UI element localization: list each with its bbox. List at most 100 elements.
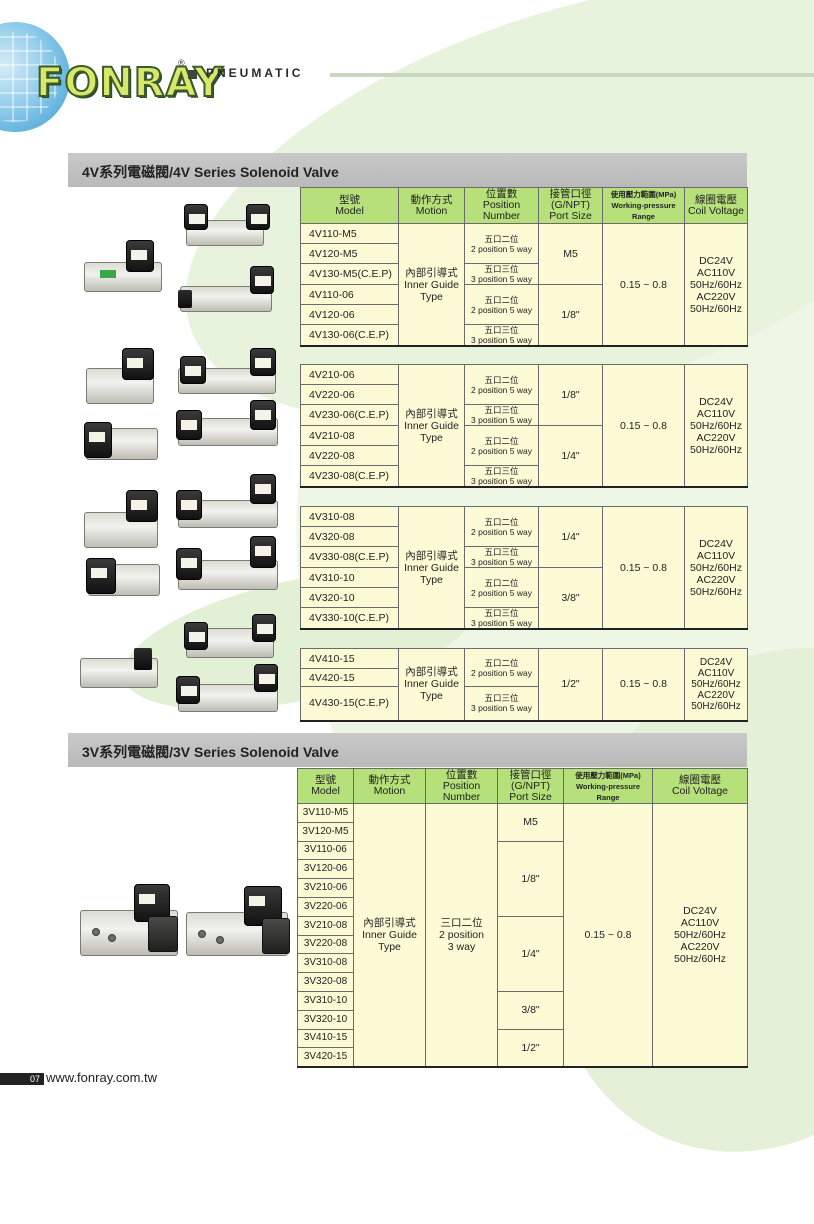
valve-base-image — [262, 918, 290, 954]
pressure-cell: 0.15 ~ 0.8 — [563, 802, 653, 1068]
website-link[interactable]: www.fonray.com.tw — [46, 1070, 158, 1085]
air-port-icon — [216, 936, 224, 944]
model-cell: 4V430-15(C.E.P) — [300, 686, 399, 721]
solenoid-coil-icon — [126, 490, 158, 522]
solenoid-coil-icon — [180, 356, 206, 384]
solenoid-coil-icon — [250, 474, 276, 504]
registered-mark: ® — [178, 58, 185, 68]
solenoid-coil-icon — [122, 348, 154, 380]
port-cell: 1/2" — [538, 648, 603, 721]
pressure-cell: 0.15 ~ 0.8 — [602, 506, 685, 630]
solenoid-coil-icon — [246, 204, 270, 230]
air-port-icon — [198, 930, 206, 938]
port-cell: 1/8" — [538, 284, 603, 347]
model-cell: 3V210-06 — [297, 878, 354, 898]
model-cell: 3V220-06 — [297, 896, 354, 917]
solenoid-coil-icon — [176, 548, 202, 580]
port-cell: 1/4" — [497, 915, 564, 992]
model-cell: 4V420-15 — [300, 668, 399, 687]
page-number: 07 — [0, 1073, 44, 1085]
model-cell: 3V120-M5 — [297, 821, 354, 842]
pressure-cell: 0.15 ~ 0.8 — [602, 223, 685, 347]
end-cap-icon — [134, 648, 152, 670]
solenoid-coil-icon — [176, 490, 202, 520]
model-cell: 4V120-M5 — [300, 243, 399, 264]
model-cell: 4V410-15 — [300, 648, 399, 669]
solenoid-coil-icon — [184, 622, 208, 650]
pressure-cell: 0.15 ~ 0.8 — [602, 364, 685, 488]
solenoid-coil-icon — [86, 558, 116, 594]
port-cell: M5 — [497, 803, 564, 842]
model-cell: 3V320-10 — [297, 1009, 354, 1030]
model-cell: 3V110-M5 — [297, 803, 354, 823]
solenoid-coil-icon — [126, 240, 154, 272]
model-cell: 3V310-10 — [297, 990, 354, 1011]
port-cell: 3/8" — [497, 990, 564, 1030]
solenoid-coil-icon — [184, 204, 208, 230]
pressure-cell: 0.15 ~ 0.8 — [602, 648, 685, 721]
model-cell: 4V110-M5 — [300, 223, 399, 244]
model-cell: 4V210-06 — [300, 364, 399, 385]
section-header-3v: 3V系列電磁閥/3V Series Solenoid Valve — [68, 733, 747, 767]
port-cell: 1/4" — [538, 506, 603, 568]
solenoid-coil-icon — [176, 676, 200, 704]
header-port-size: 接管口徑(G/NPT)Port Size — [497, 768, 564, 804]
solenoid-coil-icon — [176, 410, 202, 440]
section-title: 4V系列電磁閥/4V Series Solenoid Valve — [82, 164, 339, 180]
port-cell: 1/8" — [497, 840, 564, 917]
model-cell: 3V120-06 — [297, 859, 354, 880]
port-cell: M5 — [538, 223, 603, 285]
solenoid-coil-icon — [250, 266, 274, 294]
solenoid-coil-icon — [254, 664, 278, 692]
solenoid-coil-icon — [250, 348, 276, 376]
model-cell: 4V130-M5(C.E.P) — [300, 263, 399, 285]
model-cell: 4V210-08 — [300, 425, 399, 446]
header-divider — [330, 73, 814, 77]
valve-label-sticker — [100, 270, 116, 278]
model-cell: 3V320-08 — [297, 972, 354, 992]
model-cell: 4V230-06(C.E.P) — [300, 404, 399, 426]
section-title: 3V系列電磁閥/3V Series Solenoid Valve — [82, 744, 339, 760]
model-cell: 3V410-15 — [297, 1028, 354, 1049]
model-cell: 4V220-06 — [300, 384, 399, 405]
end-cap-icon — [178, 290, 192, 308]
model-cell: 4V130-06(C.E.P) — [300, 324, 399, 347]
model-cell: 4V110-06 — [300, 284, 399, 305]
model-cell: 4V230-08(C.E.P) — [300, 465, 399, 488]
air-port-icon — [108, 934, 116, 942]
port-cell: 1/2" — [497, 1028, 564, 1068]
model-cell: 3V220-08 — [297, 934, 354, 955]
solenoid-coil-icon — [250, 536, 276, 568]
model-cell: 4V310-08 — [300, 506, 399, 527]
model-cell: 4V120-06 — [300, 304, 399, 325]
header-port-size: 接管口徑(G/NPT)Port Size — [538, 187, 603, 224]
